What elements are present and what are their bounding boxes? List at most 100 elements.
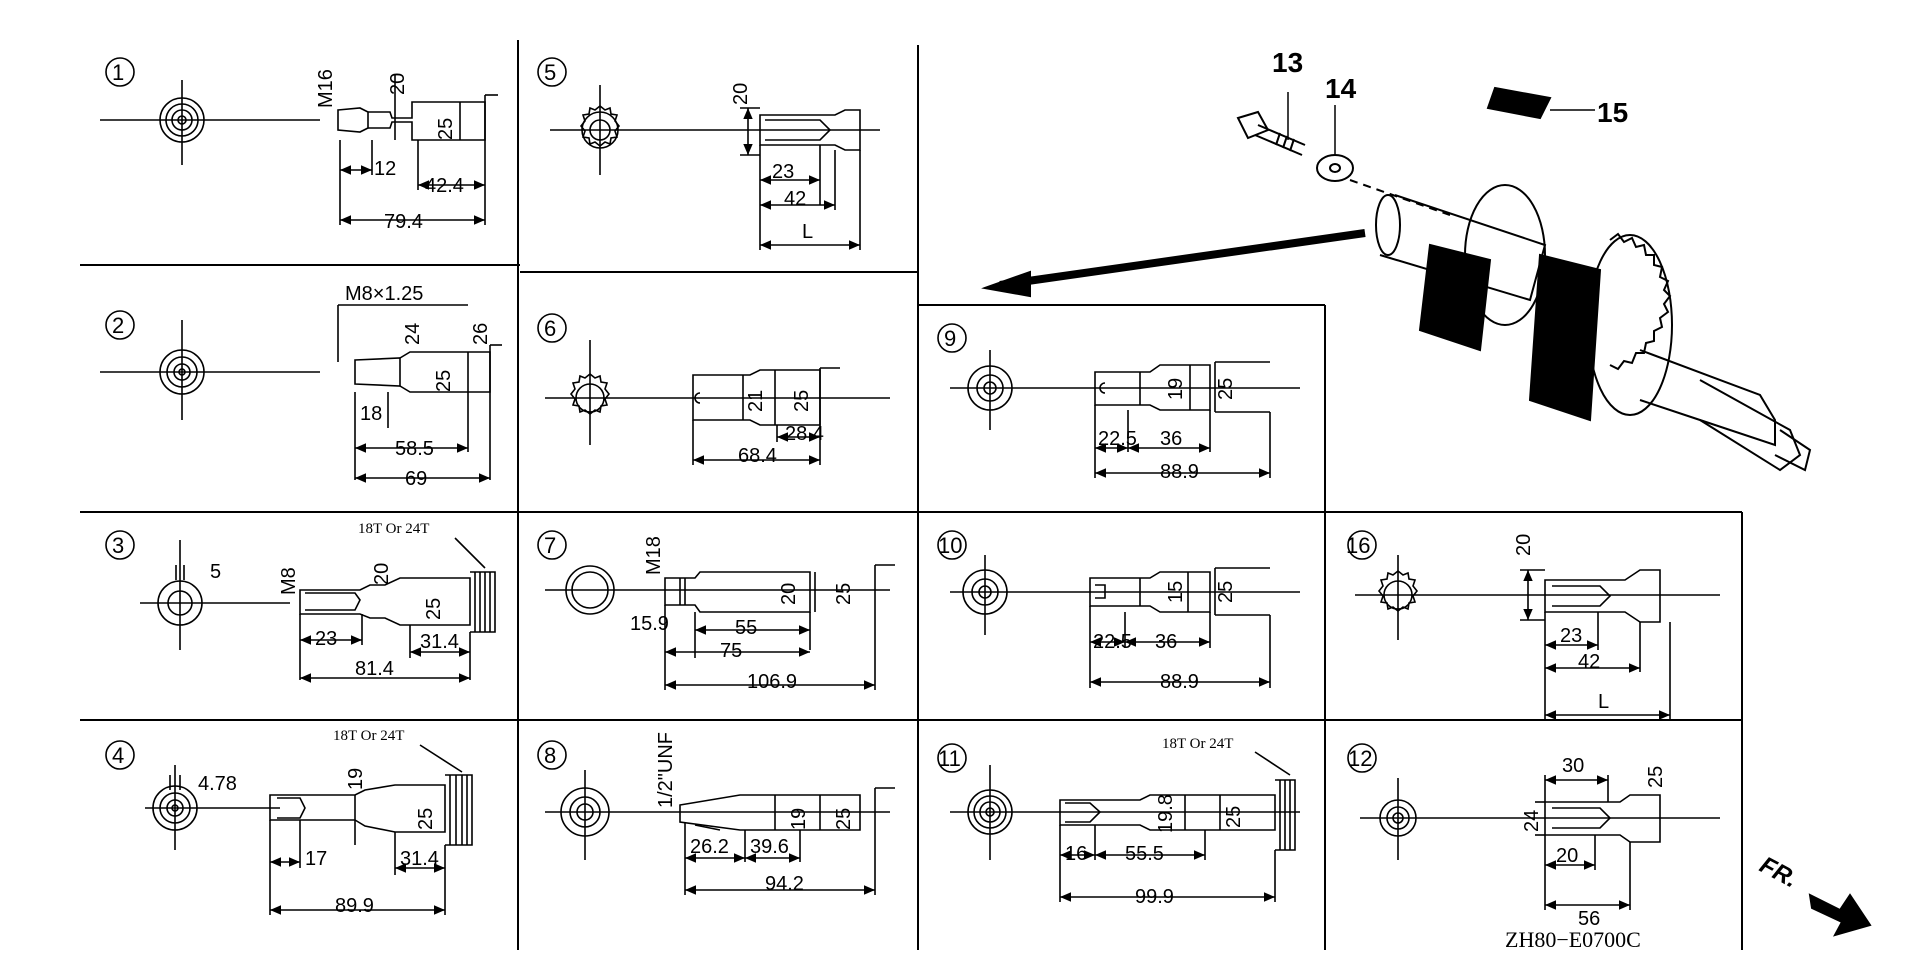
cell-2-thread: M8×1.25 [345, 283, 423, 305]
cell-10-d1: 15 [1165, 581, 1187, 603]
cell-2-d2: 26 [470, 323, 492, 345]
cell-6-number: 6 [544, 316, 556, 341]
cell-11-l1: 16 [1065, 843, 1087, 865]
cell-4-total: 89.9 [335, 895, 374, 917]
cell-8-thread: 1/2"UNF [655, 732, 677, 808]
cell-3-total: 81.4 [355, 658, 394, 680]
cell-2-l1: 18 [360, 403, 382, 425]
cell-9-d2: 25 [1215, 378, 1237, 400]
cell-5-total: L [802, 221, 813, 243]
cell-3-l1: 23 [315, 628, 337, 650]
cell-9 [937, 323, 1300, 478]
cell-9-number: 9 [944, 326, 956, 351]
cell-4-key: 4.78 [198, 773, 237, 795]
cell-5 [537, 57, 880, 250]
cell-4 [105, 740, 473, 915]
cell-3 [105, 530, 496, 683]
cell-3-key: 5 [210, 561, 221, 583]
cell-3-d1: 20 [371, 563, 393, 585]
cell-10-number: 10 [938, 533, 962, 558]
cell-8-total: 94.2 [765, 873, 804, 895]
cell-5-number: 5 [544, 60, 556, 85]
cell-16-total: L [1598, 691, 1609, 713]
crankshaft-illustration [981, 86, 1812, 472]
cell-2-total: 69 [405, 468, 427, 490]
cell-4-teeth: 18T Or 24T [333, 728, 404, 744]
direction-label: FR. [1755, 851, 1802, 893]
cell-3-l2: 31.4 [420, 631, 459, 653]
cell-16-number: 16 [1346, 533, 1370, 558]
cell-9-l1: 22.5 [1098, 428, 1137, 450]
cell-4-l1: 17 [305, 848, 327, 870]
diagram-code: ZH80−E0700C [1505, 927, 1641, 952]
cell-5-l2: 42 [784, 188, 806, 210]
cell-2-l2: 58.5 [395, 438, 434, 460]
cell-9-total: 88.9 [1160, 461, 1199, 483]
cell-6-d1: 21 [745, 390, 767, 412]
cell-11-d2: 25 [1223, 806, 1245, 828]
cell-4-d2: 25 [415, 808, 437, 830]
cell-7-d2: 25 [833, 583, 855, 605]
cell-8-l2: 39.6 [750, 836, 789, 858]
cell-11-d1: 19.8 [1155, 794, 1177, 833]
cell-11-number: 11 [938, 746, 961, 771]
callout-13: 13 [1272, 47, 1303, 78]
cell-11-teeth: 18T Or 24T [1162, 736, 1233, 752]
cell-11-l2: 55.5 [1125, 843, 1164, 865]
cell-12-total: 56 [1578, 908, 1600, 930]
cell-3-thread: M8 [278, 567, 300, 595]
cell-11-total: 99.9 [1135, 886, 1174, 908]
cell-10-total: 88.9 [1160, 671, 1199, 693]
cell-1 [100, 57, 498, 225]
cell-10-d2: 25 [1215, 581, 1237, 603]
cell-10-l2: 36 [1155, 631, 1177, 653]
cell-3-teeth: 18T Or 24T [358, 521, 429, 537]
cell-7-number: 7 [544, 533, 556, 558]
cell-16-d1: 20 [1513, 534, 1535, 556]
front-direction-arrow [1808, 893, 1872, 937]
cell-8-number: 8 [544, 743, 556, 768]
cell-7-thread: M18 [643, 536, 665, 575]
cell-10-l1: 22.5 [1093, 631, 1132, 653]
cell-10 [937, 530, 1300, 688]
cell-12-l2: 20 [1556, 845, 1578, 867]
cell-12-d2: 25 [1645, 766, 1667, 788]
cell-1-l2: 42.4 [425, 175, 464, 197]
cell-8-d1: 19 [788, 808, 810, 830]
cell-6-d2: 25 [791, 390, 813, 412]
cell-8-d2: 25 [833, 808, 855, 830]
cell-6 [537, 313, 890, 465]
cell-7-l2: 75 [720, 640, 742, 662]
cell-1-thread: M16 [315, 69, 337, 108]
cell-6-total: 68.4 [738, 445, 777, 467]
cell-3-d2: 25 [423, 598, 445, 620]
cell-5-d1: 20 [730, 83, 752, 105]
cell-2-number: 2 [112, 313, 124, 338]
cell-12-number: 12 [1348, 746, 1372, 771]
cell-11 [937, 743, 1300, 902]
cell-9-l2: 36 [1160, 428, 1182, 450]
cell-16-l2: 42 [1578, 651, 1600, 673]
cell-7-l1: 55 [735, 617, 757, 639]
cell-2 [100, 304, 502, 483]
cell-1-l1: 12 [374, 158, 396, 180]
cell-16-l1: 23 [1560, 625, 1582, 647]
cell-7-total: 106.9 [747, 671, 797, 693]
cell-7-d1: 20 [778, 583, 800, 605]
grid-lines [80, 40, 1743, 950]
cell-1-number: 1 [112, 60, 124, 85]
cell-12-l1: 30 [1562, 755, 1584, 777]
cell-1-total: 79.4 [384, 211, 423, 233]
cell-3-number: 3 [112, 533, 124, 558]
cell-2-d1: 24 [402, 323, 424, 345]
callout-14: 14 [1325, 73, 1357, 104]
cell-4-d1: 19 [345, 768, 367, 790]
cell-2-d3: 25 [433, 370, 455, 392]
cell-9-d1: 19 [1165, 378, 1187, 400]
cell-4-l2: 31.4 [400, 848, 439, 870]
cell-16 [1347, 530, 1720, 720]
cell-5-l1: 23 [772, 161, 794, 183]
callout-15: 15 [1597, 97, 1628, 128]
cell-6-l1: 28.4 [785, 423, 824, 445]
